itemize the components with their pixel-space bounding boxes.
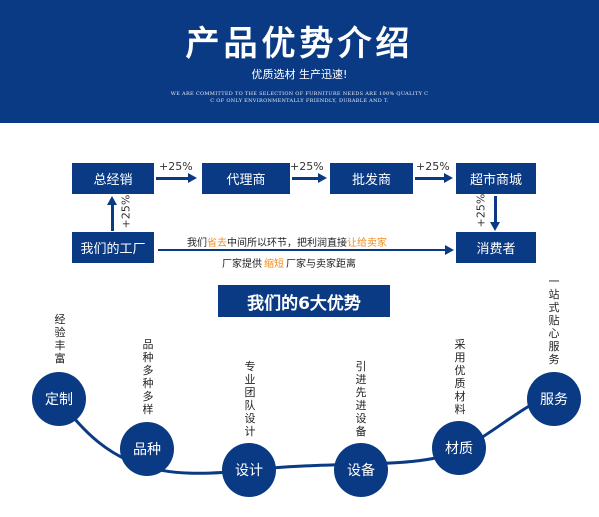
arrow-distributor-agent (156, 177, 189, 180)
arrow-head-right-icon (444, 173, 453, 183)
percent-label: +25% (416, 160, 450, 173)
advantage-desc-service: 一站式贴心服务 (548, 275, 560, 366)
advantage-circle-material: 材质 (432, 421, 486, 475)
advantage-circle-service: 服务 (527, 372, 581, 426)
direct-sale-note-line2: 厂家提供缩短厂家与卖家距离 (222, 259, 356, 270)
advantage-circle-variety: 品种 (120, 422, 174, 476)
wholesaler-box: 批发商 (330, 163, 413, 194)
advantage-desc-equipment: 引进先进设备 (355, 360, 367, 438)
arrow-head-right-icon (445, 245, 454, 255)
consumer-box: 消费者 (456, 232, 536, 263)
advantage-desc-variety: 品种多种多样 (142, 338, 154, 416)
advantage-circle-design: 设计 (222, 443, 276, 497)
percent-label: +25% (159, 160, 193, 173)
distributor-box: 总经销 (72, 163, 154, 194)
arrow-head-down-icon (490, 222, 500, 231)
advantage-desc-material: 采用优质材料 (454, 338, 466, 416)
arrow-agent-wholesaler (292, 177, 319, 180)
advantages-title: 我们的6大优势 (218, 285, 390, 317)
direct-sale-note-line1: 我们省去中间所以环节，把利润直接让给卖家 (187, 238, 387, 249)
arrow-factory-distributor (111, 204, 114, 231)
arrow-supermarket-consumer (494, 196, 497, 223)
arrow-head-right-icon (188, 173, 197, 183)
arrow-factory-consumer (158, 249, 446, 251)
arrow-head-right-icon (318, 173, 327, 183)
arrow-head-up-icon (107, 196, 117, 205)
banner-english-line-1: WE ARE COMMITTED TO THE SELECTION OF FUR… (170, 91, 429, 97)
percent-label: +25% (290, 160, 324, 173)
advantage-circle-custom: 定制 (32, 372, 86, 426)
arrow-wholesaler-supermarket (415, 177, 445, 180)
banner-english-line-2: C OF ONLY ENVIRONMENTALLY FRIENDLY, DURA… (210, 98, 389, 104)
advantage-desc-custom: 经验丰富 (54, 313, 66, 365)
agent-box: 代理商 (202, 163, 290, 194)
banner-slogan: 优质选材 生产迅速! (251, 68, 348, 81)
supermarket-box: 超市商城 (456, 163, 536, 194)
page-title: 产品优势介绍 (185, 24, 414, 64)
advantage-desc-design: 专业团队设计 (244, 360, 256, 438)
header-banner: 产品优势介绍 优质选材 生产迅速! WE ARE COMMITTED TO TH… (0, 0, 599, 123)
factory-box: 我们的工厂 (72, 232, 154, 263)
advantage-circle-equipment: 设备 (334, 443, 388, 497)
